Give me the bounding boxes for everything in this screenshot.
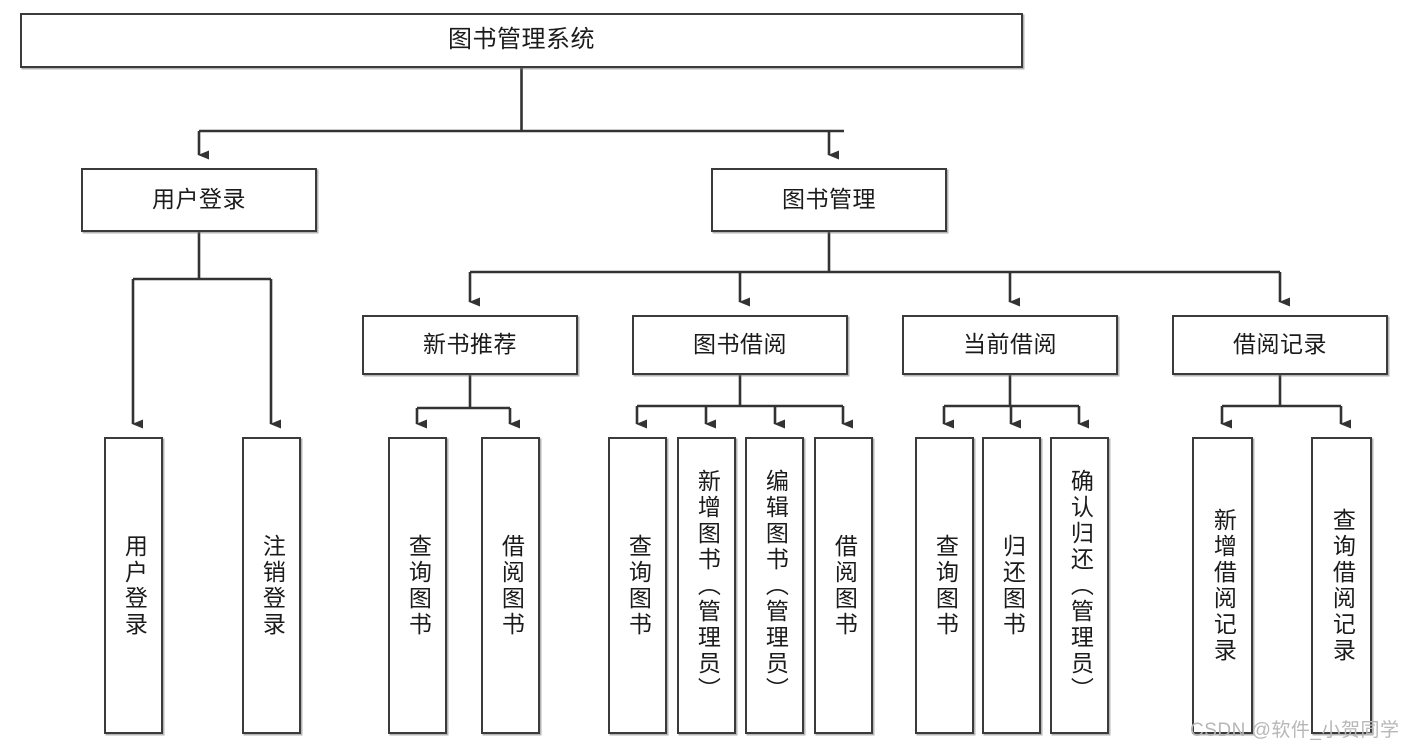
node-label: 借阅记录 [1233, 331, 1327, 358]
node-label: 归还图书 [999, 533, 1026, 638]
node-label: 当前借阅 [963, 331, 1057, 358]
node-label: 用户登录 [152, 186, 246, 213]
node-label: 借阅图书 [831, 533, 858, 638]
node-label: 用户登录 [121, 533, 148, 638]
csdn-watermark: CSDN @软件_小贺同学 [1190, 720, 1400, 741]
node-label: 新增图书（管理员） [694, 468, 721, 703]
node-label: 图书借阅 [693, 331, 787, 358]
node-user-login[interactable]: 用户登录 [81, 168, 317, 232]
node-book-management[interactable]: 图书管理 [711, 168, 947, 232]
node-label: 查询图书 [932, 533, 959, 638]
node-label: 图书管理系统 [448, 26, 595, 54]
node-root-system[interactable]: 图书管理系统 [20, 13, 1023, 68]
node-leaf-logout-login[interactable]: 注销登录 [242, 437, 301, 734]
node-leaf-add-book[interactable]: 新增图书（管理员） [677, 437, 736, 734]
node-leaf-query-book-3[interactable]: 查询图书 [915, 437, 974, 734]
node-label: 注销登录 [259, 533, 286, 638]
node-leaf-return-book[interactable]: 归还图书 [982, 437, 1041, 734]
node-label: 新书推荐 [423, 331, 517, 358]
node-leaf-borrow-book-1[interactable]: 借阅图书 [481, 437, 540, 734]
node-leaf-user-login[interactable]: 用户登录 [104, 437, 163, 734]
node-leaf-confirm-return[interactable]: 确认归还（管理员） [1050, 437, 1109, 734]
node-leaf-edit-book[interactable]: 编辑图书（管理员） [745, 437, 804, 734]
node-label: 查询图书 [405, 533, 432, 638]
node-leaf-add-record[interactable]: 新增借阅记录 [1192, 437, 1253, 734]
node-label: 新增借阅记录 [1210, 507, 1237, 664]
node-borrow-record[interactable]: 借阅记录 [1172, 315, 1388, 375]
node-book-borrow[interactable]: 图书借阅 [632, 315, 848, 375]
node-label: 确认归还（管理员） [1067, 468, 1094, 703]
node-label: 图书管理 [782, 186, 876, 213]
node-label: 编辑图书（管理员） [762, 468, 789, 703]
node-label: 查询图书 [625, 533, 652, 638]
node-label: 借阅图书 [498, 533, 525, 638]
node-leaf-borrow-book-2[interactable]: 借阅图书 [814, 437, 873, 734]
node-current-borrow[interactable]: 当前借阅 [902, 315, 1118, 375]
node-leaf-query-book-2[interactable]: 查询图书 [608, 437, 667, 734]
node-leaf-query-book-1[interactable]: 查询图书 [388, 437, 447, 734]
node-leaf-query-record[interactable]: 查询借阅记录 [1311, 437, 1372, 734]
node-label: 查询借阅记录 [1329, 507, 1356, 664]
node-new-book-recommend[interactable]: 新书推荐 [362, 315, 578, 375]
